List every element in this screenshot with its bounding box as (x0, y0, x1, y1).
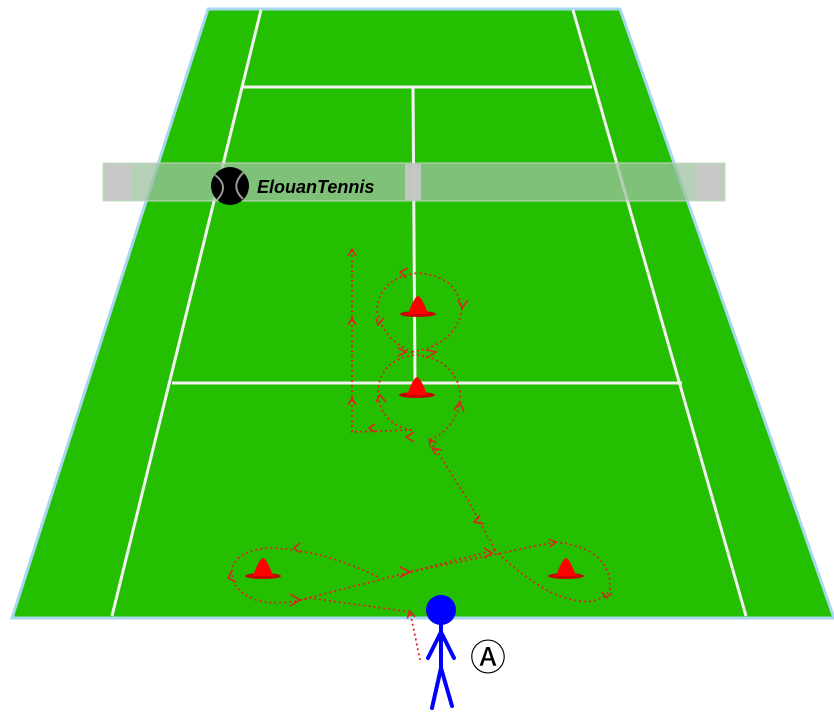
stick-figure-player-icon (422, 595, 456, 708)
tennis-ball-icon (211, 167, 249, 205)
net-post-left (105, 164, 131, 200)
net-post-right (696, 164, 722, 200)
net (103, 163, 725, 201)
center-service-line (413, 87, 415, 383)
net-strap-center (405, 164, 421, 200)
brand-name: ElouanTennis (257, 177, 374, 197)
player-label: Ⓐ (470, 638, 506, 679)
